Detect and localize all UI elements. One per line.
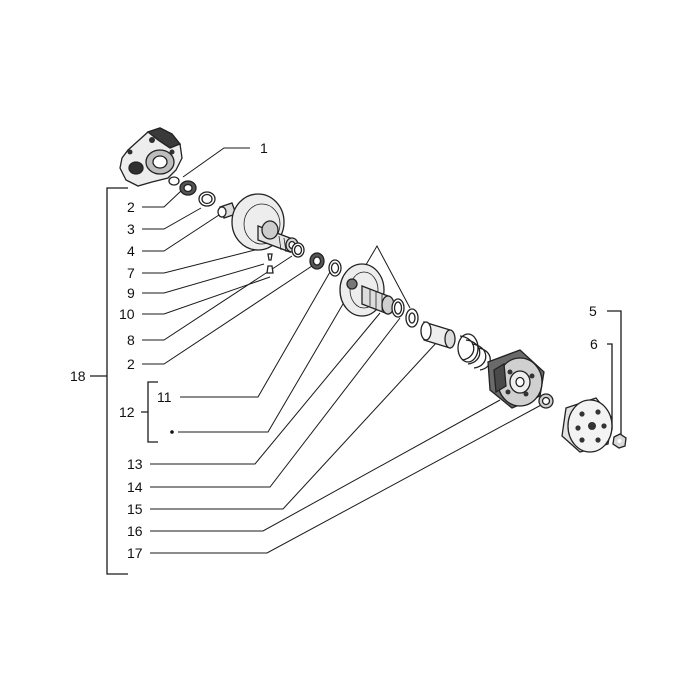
circlip-part-1 <box>168 176 180 186</box>
o-ring-part-11 <box>328 259 342 277</box>
bracket-18 <box>90 187 128 575</box>
callout-4: 4 <box>127 243 135 259</box>
callout-7: 7 <box>127 265 135 281</box>
spring-cup-part-15 <box>420 321 456 349</box>
o-ring-part-14 <box>405 308 419 328</box>
nut-part-5 <box>612 433 627 449</box>
leader-2b <box>142 261 319 365</box>
leader-1 <box>182 147 250 178</box>
callout-6: 6 <box>590 336 598 352</box>
callout-14: 14 <box>127 479 143 495</box>
leader-4 <box>142 212 223 252</box>
leader-10 <box>142 276 271 315</box>
fixed-pulley-half-part-7 <box>231 193 299 253</box>
bracket-12 <box>141 381 158 443</box>
callout-10: 10 <box>119 306 135 322</box>
bearing-part-2a <box>179 180 197 196</box>
leader-9 <box>142 263 265 294</box>
callout-18: 18 <box>70 368 86 384</box>
callout-12-dot <box>170 430 174 434</box>
callout-1: 1 <box>260 140 268 156</box>
leader-17 <box>150 403 544 554</box>
bushing-part-4 <box>217 202 237 219</box>
leader-3 <box>142 207 202 230</box>
seal-ring-part-8 <box>291 242 305 258</box>
pin-part-9 <box>267 253 273 261</box>
callout-2a: 2 <box>127 199 135 215</box>
bearing-part-2b <box>309 252 325 270</box>
leader-13 <box>150 312 381 465</box>
callout-3: 3 <box>127 221 135 237</box>
leader-11 <box>180 271 331 398</box>
gear-housing-part <box>119 127 183 187</box>
callout-12: 12 <box>119 404 135 420</box>
leader-14 <box>150 317 401 488</box>
leader-12 <box>178 244 411 433</box>
callout-17: 17 <box>127 545 143 561</box>
leader-8 <box>142 255 293 341</box>
callout-2b: 2 <box>127 356 135 372</box>
leader-2a <box>142 189 183 208</box>
callout-13: 13 <box>127 456 143 472</box>
movable-pulley-half-part <box>339 263 395 317</box>
nut-part-17 <box>538 393 554 409</box>
callout-5: 5 <box>589 303 597 319</box>
leader-16 <box>150 399 501 532</box>
callout-8: 8 <box>127 332 135 348</box>
callout-11: 11 <box>157 389 172 405</box>
callout-9: 9 <box>127 285 135 301</box>
spring-part <box>457 333 491 371</box>
callout-15: 15 <box>127 501 143 517</box>
leader-15 <box>150 341 438 510</box>
leader-7 <box>142 249 256 274</box>
callout-labels: 1 2 3 4 7 9 10 8 2 11 12 13 14 15 16 17 … <box>70 140 598 561</box>
o-ring-part-13 <box>391 298 405 318</box>
clutch-bell-part-6 <box>561 397 613 453</box>
ring-part-3 <box>198 191 216 207</box>
callout-16: 16 <box>127 523 143 539</box>
pin-part-10 <box>266 265 274 274</box>
bracket-5-6 <box>607 310 622 440</box>
clutch-assembly-part-16 <box>487 349 545 409</box>
leader-lines <box>142 147 544 554</box>
